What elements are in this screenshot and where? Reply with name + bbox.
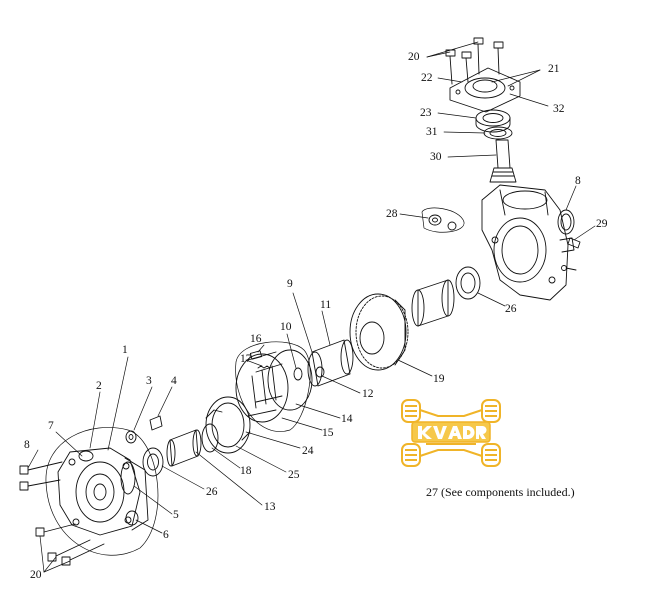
- pin-16: [250, 351, 261, 359]
- callout-3: 3: [146, 375, 152, 387]
- pinion-shaft-30: [490, 140, 516, 182]
- spacer-sleeve: [412, 280, 454, 326]
- item-7: [79, 451, 93, 461]
- callout-10: 10: [280, 321, 292, 333]
- group-outline-15: [235, 341, 311, 432]
- group-outline-28: [421, 207, 465, 233]
- callout-18: 18: [240, 465, 252, 477]
- callout-20-bottom: 20: [30, 569, 42, 581]
- leader-lines: [27, 41, 596, 573]
- callout-32: 32: [553, 103, 565, 115]
- group-outline-1: [45, 427, 159, 556]
- top-bearing-23: [476, 110, 510, 132]
- top-seal-31: [484, 127, 512, 139]
- seal-6: [126, 511, 138, 525]
- callout-23: 23: [420, 107, 432, 119]
- top-bolts: [446, 38, 503, 84]
- callout-17: 17: [240, 353, 252, 365]
- callout-9: 9: [287, 278, 293, 290]
- callout-12: 12: [362, 388, 374, 400]
- gearbox-housing: [482, 185, 574, 300]
- bottom-bolts-20: [36, 524, 104, 565]
- spacer-18: [202, 424, 218, 452]
- callout-13: 13: [264, 501, 276, 513]
- bearing-26-left: [143, 448, 163, 476]
- seal-8-top: [558, 210, 574, 234]
- callout-8-top: 8: [575, 175, 581, 187]
- vent-29: [562, 238, 581, 271]
- callout-8-left: 8: [24, 439, 30, 451]
- callout-14: 14: [341, 413, 353, 425]
- callout-26-left: 26: [206, 486, 218, 498]
- callout-26-right: 26: [505, 303, 517, 315]
- top-flange-cover: [450, 68, 520, 112]
- left-housing-1: [58, 448, 148, 535]
- callout-11: 11: [320, 299, 332, 311]
- callout-28: 28: [386, 208, 398, 220]
- plug-28: [429, 215, 456, 230]
- clip-10: [294, 368, 302, 380]
- tube-13: [167, 430, 201, 466]
- callout-4: 4: [171, 375, 177, 387]
- bearing-26-right: [456, 267, 480, 299]
- callout-19: 19: [433, 373, 445, 385]
- callout-20-top: 20: [408, 51, 420, 63]
- callout-22: 22: [421, 72, 433, 84]
- callout-7: 7: [48, 420, 54, 432]
- callout-16: 16: [250, 333, 262, 345]
- kvadrik-watermark-logo: [401, 399, 501, 467]
- shaft-11: [308, 340, 353, 386]
- plate-25: [206, 397, 250, 453]
- callout-31: 31: [426, 126, 438, 138]
- callout-2: 2: [96, 380, 102, 392]
- components-note: 27 (See components included.): [426, 485, 575, 499]
- ring-gear-19: [350, 294, 408, 370]
- small-part-4: [150, 416, 162, 430]
- left-bolts-8: [20, 462, 62, 490]
- seal-5: [121, 462, 135, 494]
- callout-25: 25: [288, 469, 300, 481]
- callout-1: 1: [122, 344, 128, 356]
- callout-21: 21: [548, 63, 560, 75]
- callout-5: 5: [173, 509, 179, 521]
- cage-assembly-15: [236, 350, 312, 422]
- gear-12: [316, 367, 324, 377]
- callout-6: 6: [163, 529, 169, 541]
- spring-17: [258, 366, 270, 368]
- callout-24: 24: [302, 445, 314, 457]
- callout-30: 30: [430, 151, 442, 163]
- callout-15: 15: [322, 427, 334, 439]
- callout-29: 29: [596, 218, 608, 230]
